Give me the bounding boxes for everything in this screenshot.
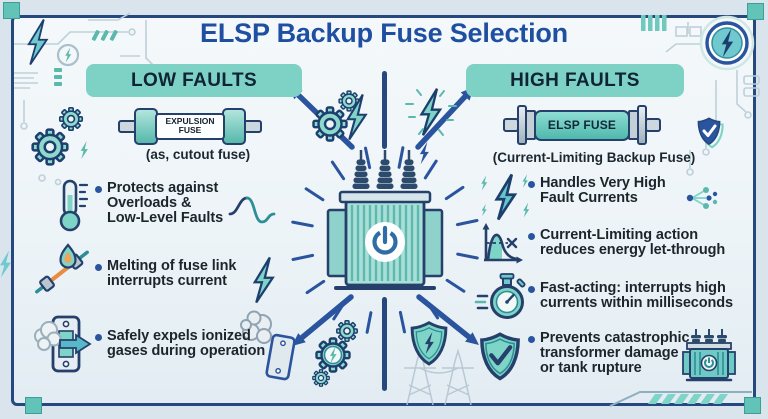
lightning-burst-icon (481, 173, 530, 221)
shield-lightning-icon (410, 321, 448, 366)
low-faults-header: LOW FAULTS (86, 64, 302, 97)
expulsion-fuse-label: EXPULSION FUSE (155, 112, 225, 140)
bolt-left-edge-icon (0, 250, 11, 278)
radiating-dashes (291, 146, 479, 334)
power-badge-icon (699, 15, 755, 71)
lightning-bolt-icon (253, 256, 274, 304)
bullet-line: interrupts current (107, 273, 227, 290)
elsp-fuse-label: ELSP FUSE (534, 109, 630, 141)
high-bullet-2: Current-Limiting action reduces energy l… (528, 227, 726, 259)
corner-accent-top-right (747, 3, 764, 20)
melting-fuse-icon (35, 243, 89, 294)
bullet-line: Current-Limiting action (540, 227, 699, 243)
page-title: ELSP Backup Fuse Selection (200, 18, 568, 48)
fuse-cap (222, 107, 246, 145)
low-bullet-2: Melting of fuse link interrupts current (95, 258, 237, 290)
bullet-dot (95, 264, 102, 271)
bullet-line: Low-Level Faults (107, 210, 224, 227)
bullet-line: Safely expels ionized (107, 328, 251, 344)
bullet-line: Protects against (107, 180, 219, 196)
elsp-fuse-illustration: ELSP FUSE (503, 102, 661, 148)
shield-check-small-icon (697, 117, 724, 149)
bullet-line: or tank rupture (540, 360, 642, 377)
bullet-line: Melting of fuse link (107, 258, 237, 274)
high-bullet-1: Handles Very High Fault Currents (528, 175, 666, 207)
corner-accent-bottom-left (25, 397, 42, 414)
corner-accent-top-left (3, 2, 20, 19)
bullet-dot (528, 286, 535, 293)
bullet-dot (95, 334, 102, 341)
bullet-line: reduces energy let-through (540, 242, 726, 259)
teal-dash-marks-top-left (54, 29, 118, 86)
expulsion-fuse-illustration: EXPULSION FUSE (118, 104, 262, 148)
bullet-line: transformer damage (540, 345, 679, 362)
bushing-icons (352, 150, 418, 189)
divider-line (382, 71, 387, 391)
transformer-illustration (326, 141, 444, 290)
expulsion-fuse-caption: (as, cutout fuse) (145, 147, 251, 162)
fuse-label-line1: EXPULSION (165, 116, 215, 126)
shield-check-icon (480, 332, 520, 381)
high-faults-header: HIGH FAULTS (466, 64, 684, 97)
bullet-line: Handles Very High (540, 175, 666, 191)
elsp-fuse-caption: (Current-Limiting Backup Fuse) (492, 150, 696, 165)
gear-cluster-left-edge (31, 106, 88, 166)
gas-expulsion-icon (34, 315, 92, 373)
corner-accent-bottom-right (744, 397, 761, 414)
high-bullet-4: Prevents catastrophic transformer damage… (528, 330, 690, 377)
bullet-dot (528, 233, 535, 240)
smoke-cloud-icon (34, 321, 62, 351)
bolt-top-left-icon (27, 18, 80, 67)
fuse-label-line2: FUSE (178, 125, 202, 135)
lightning-sparks-top-center-icon (405, 87, 457, 137)
branch-dots-icon (686, 187, 718, 209)
flame-icon (59, 243, 77, 269)
sine-wave-icon (228, 196, 276, 224)
current-curve-icon (482, 223, 523, 264)
gear-cluster-bottom-center-icon (312, 320, 358, 387)
low-bullet-3: Safely expels ionized gases during opera… (95, 328, 266, 360)
footer-stripe-bar (609, 391, 752, 407)
bullet-line: Overloads & (107, 195, 192, 212)
bullet-line: gases during operation (107, 343, 266, 360)
stopwatch-icon (474, 273, 526, 319)
fuse-flange (517, 105, 527, 145)
bullet-line: Fault Currents (540, 190, 638, 207)
bullet-line: currents within milliseconds (540, 295, 733, 312)
gear-lightning-top-center-icon (312, 90, 367, 142)
arrow-right-icon (59, 333, 92, 355)
bullet-dot (528, 336, 535, 343)
fuse-flange (637, 105, 647, 145)
bullet-line: Prevents catastrophic (540, 330, 690, 346)
low-bullet-1: Protects against Overloads & Low-Level F… (95, 180, 224, 227)
high-bullet-3: Fast-acting: interrupts high currents wi… (528, 280, 733, 312)
circuit-trace-top-right (665, 22, 752, 176)
bullet-dot (528, 181, 535, 188)
bullet-line: Fast-acting: interrupts high (540, 280, 726, 296)
transmission-towers (404, 348, 474, 406)
teal-bars-top-right (641, 15, 667, 31)
transformer-icon (682, 329, 736, 382)
fuse-stub (645, 118, 661, 132)
thermometer-icon (59, 179, 89, 232)
smoke-vent-icon (240, 310, 296, 381)
outline-squares-top-right (675, 26, 760, 97)
bullet-dot (95, 186, 102, 193)
